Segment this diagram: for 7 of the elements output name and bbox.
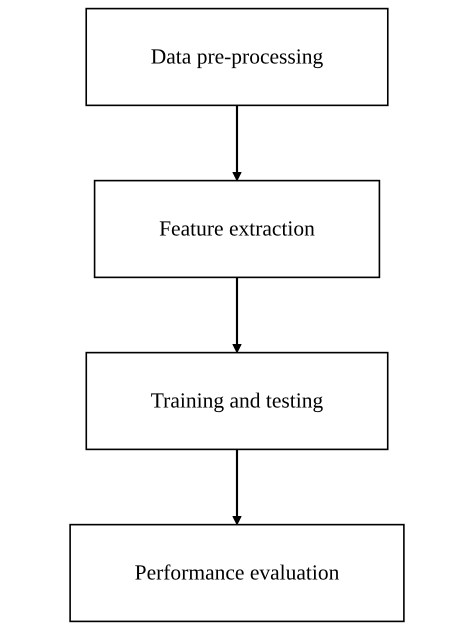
arrow: [232, 277, 242, 354]
node-box: Feature extraction: [94, 180, 380, 278]
node-box: Training and testing: [85, 352, 389, 450]
arrow: [232, 449, 242, 526]
node-box: Performance evaluation: [69, 524, 405, 622]
node-box: Data pre-processing: [85, 8, 389, 106]
arrow: [232, 105, 242, 182]
